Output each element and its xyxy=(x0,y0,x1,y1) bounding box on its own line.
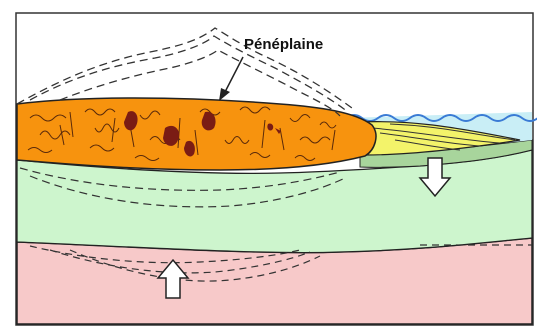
peneplain-label: Pénéplaine xyxy=(244,36,323,53)
orange-mass xyxy=(17,98,376,170)
